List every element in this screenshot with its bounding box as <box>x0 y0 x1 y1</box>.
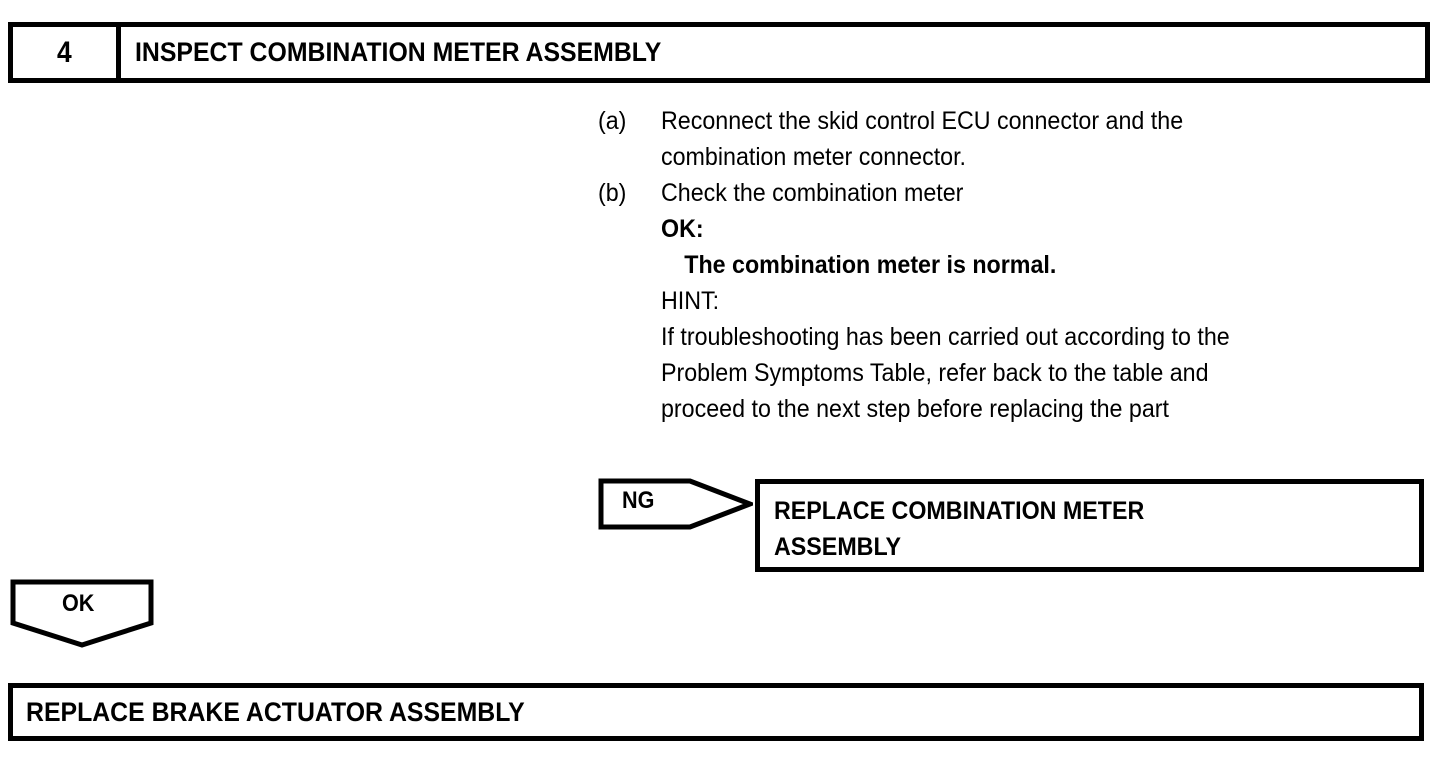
step-header-box: 4 INSPECT COMBINATION METER ASSEMBLY <box>8 22 1430 83</box>
procedure-body-a: Reconnect the skid control ECU connector… <box>661 103 1443 175</box>
ng-branch-arrow: NG <box>598 478 753 530</box>
procedure-line: Reconnect the skid control ECU connector… <box>661 107 1184 135</box>
procedure-line: Check the combination meter <box>661 179 964 207</box>
step-number: 4 <box>57 35 72 69</box>
ok-criteria-label: OK: <box>661 215 704 243</box>
procedure-line: combination meter connector. <box>661 143 967 171</box>
ng-arrow-shape <box>598 478 753 530</box>
ok-arrow-shape <box>10 579 154 648</box>
ok-criteria-text: The combination meter is normal. <box>684 251 1057 279</box>
replace-brake-actuator-box: REPLACE BRAKE ACTUATOR ASSEMBLY <box>8 683 1424 741</box>
procedure-marker-b: (b) <box>598 179 627 207</box>
procedure-marker-a: (a) <box>598 107 627 135</box>
ok-label: OK <box>62 590 95 617</box>
step-number-cell: 4 <box>13 27 121 78</box>
procedure-item-b: (b) Check the combination meter OK: The … <box>598 175 1443 283</box>
replace-combination-meter-box: REPLACE COMBINATION METER ASSEMBLY <box>755 479 1424 572</box>
ok-branch-arrow: OK <box>10 579 154 648</box>
hint-line: proceed to the next step before replacin… <box>661 395 1169 423</box>
step-title-cell: INSPECT COMBINATION METER ASSEMBLY <box>121 27 1425 78</box>
replace-meter-line-2: ASSEMBLY <box>774 533 902 561</box>
ng-label: NG <box>622 487 655 514</box>
step-title: INSPECT COMBINATION METER ASSEMBLY <box>135 37 662 67</box>
replace-brake-actuator-text: REPLACE BRAKE ACTUATOR ASSEMBLY <box>26 696 525 727</box>
procedure-body-b: Check the combination meter OK: The comb… <box>661 175 1443 283</box>
hint-line: If troubleshooting has been carried out … <box>661 323 1230 351</box>
hint-line: Problem Symptoms Table, refer back to th… <box>661 359 1209 387</box>
procedure-item-a: (a) Reconnect the skid control ECU conne… <box>598 103 1443 175</box>
hint-block: HINT: If troubleshooting has been carrie… <box>661 283 1443 427</box>
procedure-block: (a) Reconnect the skid control ECU conne… <box>598 103 1443 427</box>
replace-meter-line-1: REPLACE COMBINATION METER <box>774 497 1145 525</box>
hint-label: HINT: <box>661 287 720 315</box>
